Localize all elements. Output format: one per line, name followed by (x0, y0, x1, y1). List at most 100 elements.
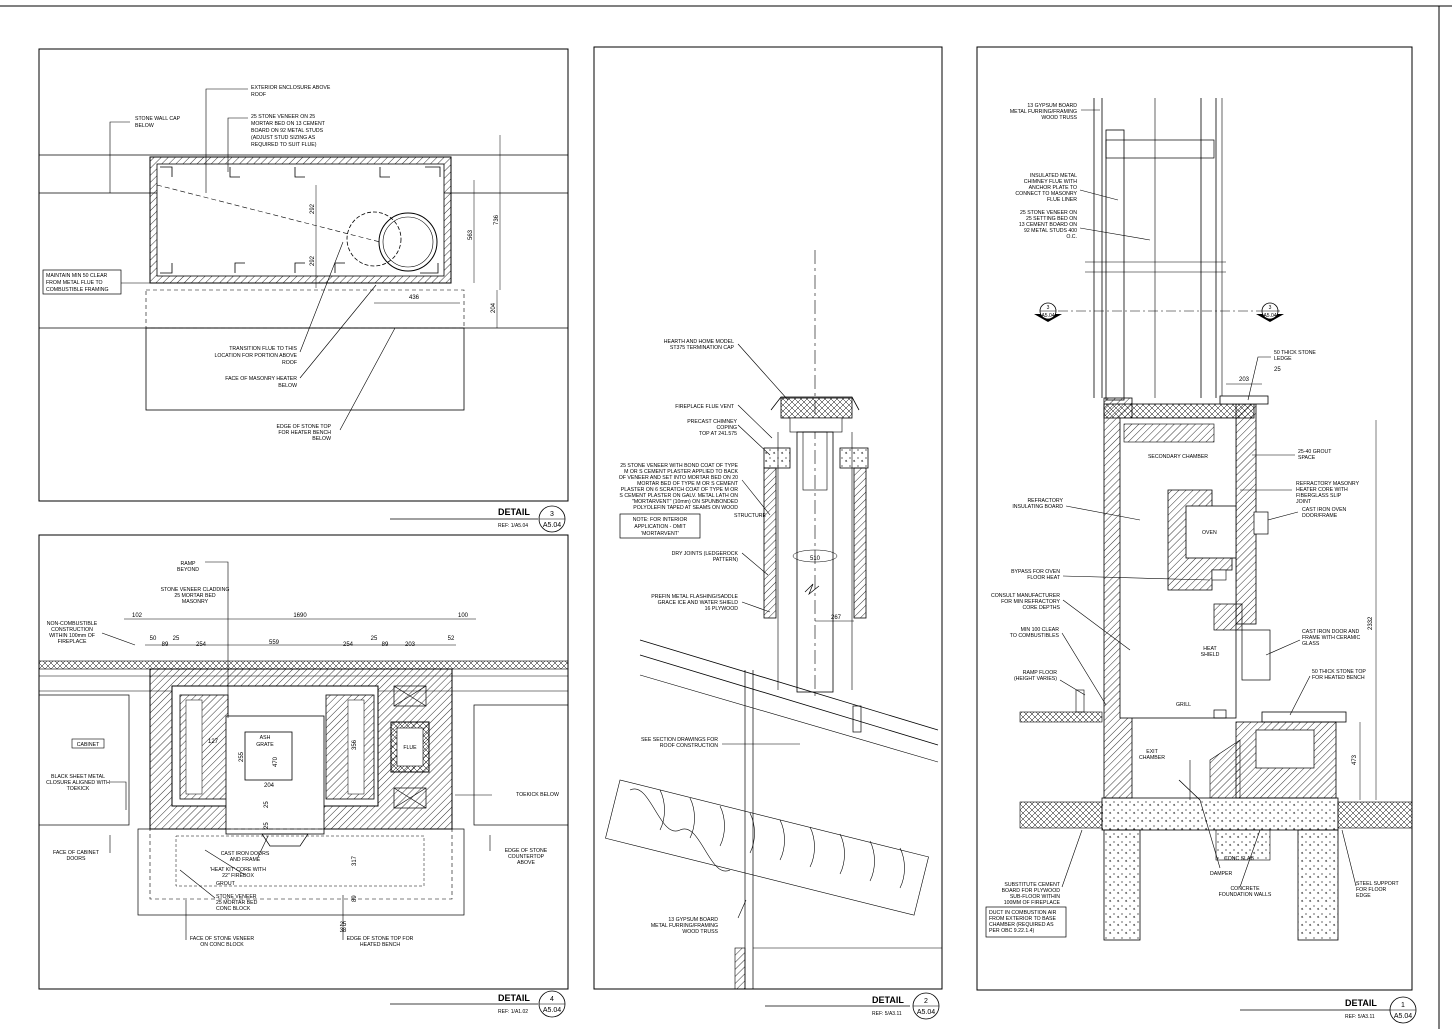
svg-text:3: 3 (1047, 305, 1050, 311)
svg-text:267: 267 (831, 615, 842, 621)
d2-label-flue-vent: FIREPLACE FLUE VENT (675, 404, 735, 410)
d4-ref: REF: 1/A1.02 (498, 1009, 528, 1015)
svg-text:3: 3 (1269, 305, 1272, 311)
svg-text:356: 356 (352, 739, 358, 750)
svg-text:50: 50 (150, 636, 157, 642)
svg-text:254: 254 (343, 642, 354, 648)
d1-label-ramp-floor: RAMP FLOOR(HEIGHT VARIES) (1014, 670, 1057, 682)
svg-text:204: 204 (264, 783, 275, 789)
d2-sheet: A5.04 (917, 1009, 935, 1016)
svg-text:89: 89 (382, 642, 389, 648)
svg-text:38: 38 (340, 928, 347, 934)
section-marker-left: 3 A5.04 (1034, 302, 1062, 322)
detail-4-title: DETAIL REF: 1/A1.02 4 A5.04 (390, 990, 566, 1018)
svg-text:204: 204 (491, 302, 497, 313)
d1-number: 1 (1401, 1002, 1405, 1009)
svg-text:473: 473 (1352, 754, 1358, 765)
svg-text:25: 25 (264, 801, 270, 808)
d1-dims: 203 25 2332 473 (1239, 367, 1374, 765)
d3-ref: REF: 1/A5.04 (498, 523, 528, 529)
d4-label-grout: GROUT (216, 881, 236, 887)
svg-text:292: 292 (310, 203, 316, 214)
svg-text:2332: 2332 (1368, 616, 1374, 630)
d2-title: DETAIL (872, 995, 904, 1005)
svg-text:25: 25 (371, 636, 378, 642)
svg-text:89: 89 (162, 642, 169, 648)
svg-text:736: 736 (494, 214, 500, 225)
svg-text:254: 254 (196, 642, 207, 648)
d4-label-cabinet: CABINET (77, 742, 100, 748)
svg-text:25: 25 (340, 922, 347, 928)
svg-text:A5.04: A5.04 (1263, 313, 1276, 319)
svg-text:292: 292 (310, 255, 316, 266)
d1-label-grill: GRILL (1176, 702, 1191, 708)
d2-dims: 510 267 (810, 556, 854, 622)
d3-sheet: A5.04 (543, 522, 561, 529)
svg-text:25: 25 (1274, 367, 1281, 373)
d1-label-secondary-chamber: SECONDARY CHAMBER (1148, 454, 1208, 460)
svg-text:203: 203 (405, 642, 416, 648)
d4-label-toekick: TOEKICK BELOW (516, 792, 559, 798)
d1-sheet: A5.04 (1394, 1013, 1412, 1020)
detail-1-title: DETAIL REF: 5/A3.11 1 A5.04 (1240, 996, 1417, 1024)
detail-3-title: DETAIL REF: 1/A5.04 3 A5.04 (390, 505, 566, 533)
svg-text:102: 102 (132, 613, 143, 619)
svg-text:25: 25 (264, 822, 270, 829)
svg-text:100: 100 (458, 613, 469, 619)
d4-number: 4 (550, 996, 554, 1003)
d1-label-conc-slab: CONC SLAB (1224, 856, 1255, 862)
svg-text:89: 89 (352, 895, 358, 902)
svg-text:255: 255 (239, 751, 245, 762)
d4-sheet: A5.04 (543, 1007, 561, 1014)
d2-number: 2 (924, 998, 928, 1005)
d4-title: DETAIL (498, 993, 530, 1003)
svg-text:203: 203 (1239, 377, 1250, 383)
detail-2-title: DETAIL REF: 5/A3.11 2 A5.04 (765, 992, 940, 1020)
d1-ref: REF: 5/A3.11 (1345, 1014, 1375, 1020)
d3-dims: 292 292 563 736 436 204 (310, 203, 500, 313)
d2-ref: REF: 5/A3.11 (872, 1011, 902, 1017)
d4-dims: 102 1690 100 50 25 89 254 559 254 25 89 … (132, 613, 469, 934)
